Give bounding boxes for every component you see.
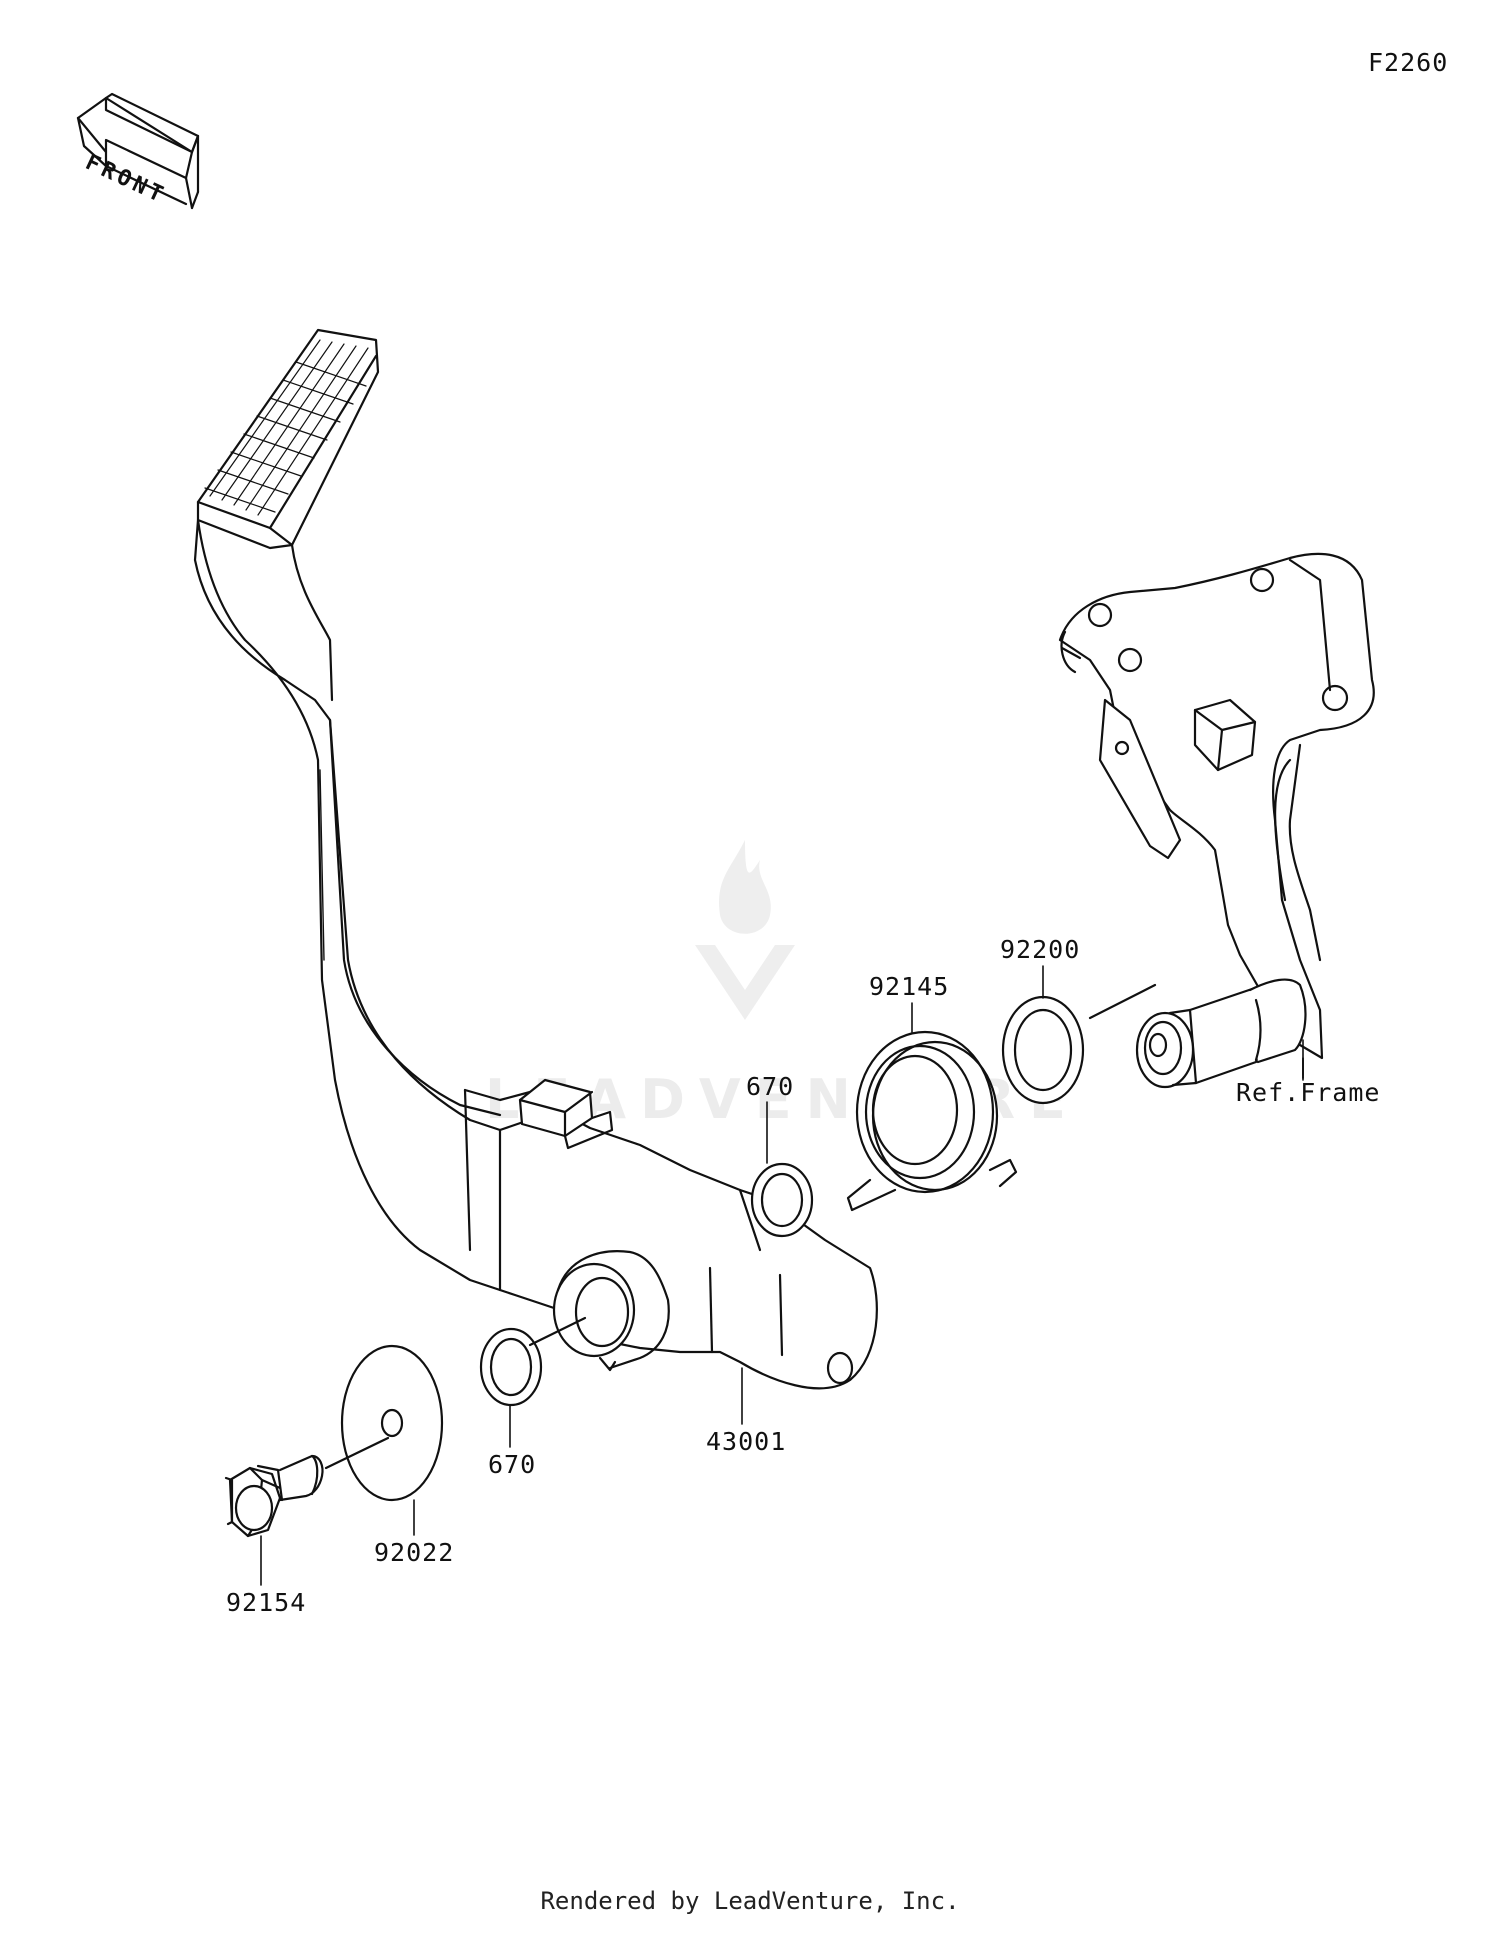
footer-credit: Rendered by LeadVenture, Inc. <box>540 1887 960 1915</box>
callout-washer-large: 92022 <box>374 1538 455 1567</box>
callout-leaders <box>261 966 1303 1585</box>
callout-shim: 92200 <box>1000 935 1081 964</box>
callout-washer-rear: 670 <box>746 1072 795 1101</box>
washer-92022 <box>326 1346 442 1500</box>
frame-bracket-ref <box>1060 554 1374 1087</box>
callout-spring: 92145 <box>869 972 950 1001</box>
figure-code: F2260 <box>1368 48 1449 77</box>
bolt-92154 <box>226 1456 323 1536</box>
return-spring-92145 <box>848 1032 1016 1210</box>
watermark-logo-icon <box>695 840 795 1020</box>
front-direction-arrow-icon <box>78 94 198 208</box>
callout-washer-front: 670 <box>488 1450 537 1479</box>
callout-frame: Ref.Frame <box>1236 1078 1381 1107</box>
callout-pedal: 43001 <box>706 1427 787 1456</box>
callout-bolt: 92154 <box>226 1588 307 1617</box>
brake-pedal-43001 <box>195 330 877 1388</box>
washer-670-rear <box>752 1164 812 1236</box>
washer-670-front <box>481 1318 585 1405</box>
shim-92200 <box>1003 985 1155 1103</box>
